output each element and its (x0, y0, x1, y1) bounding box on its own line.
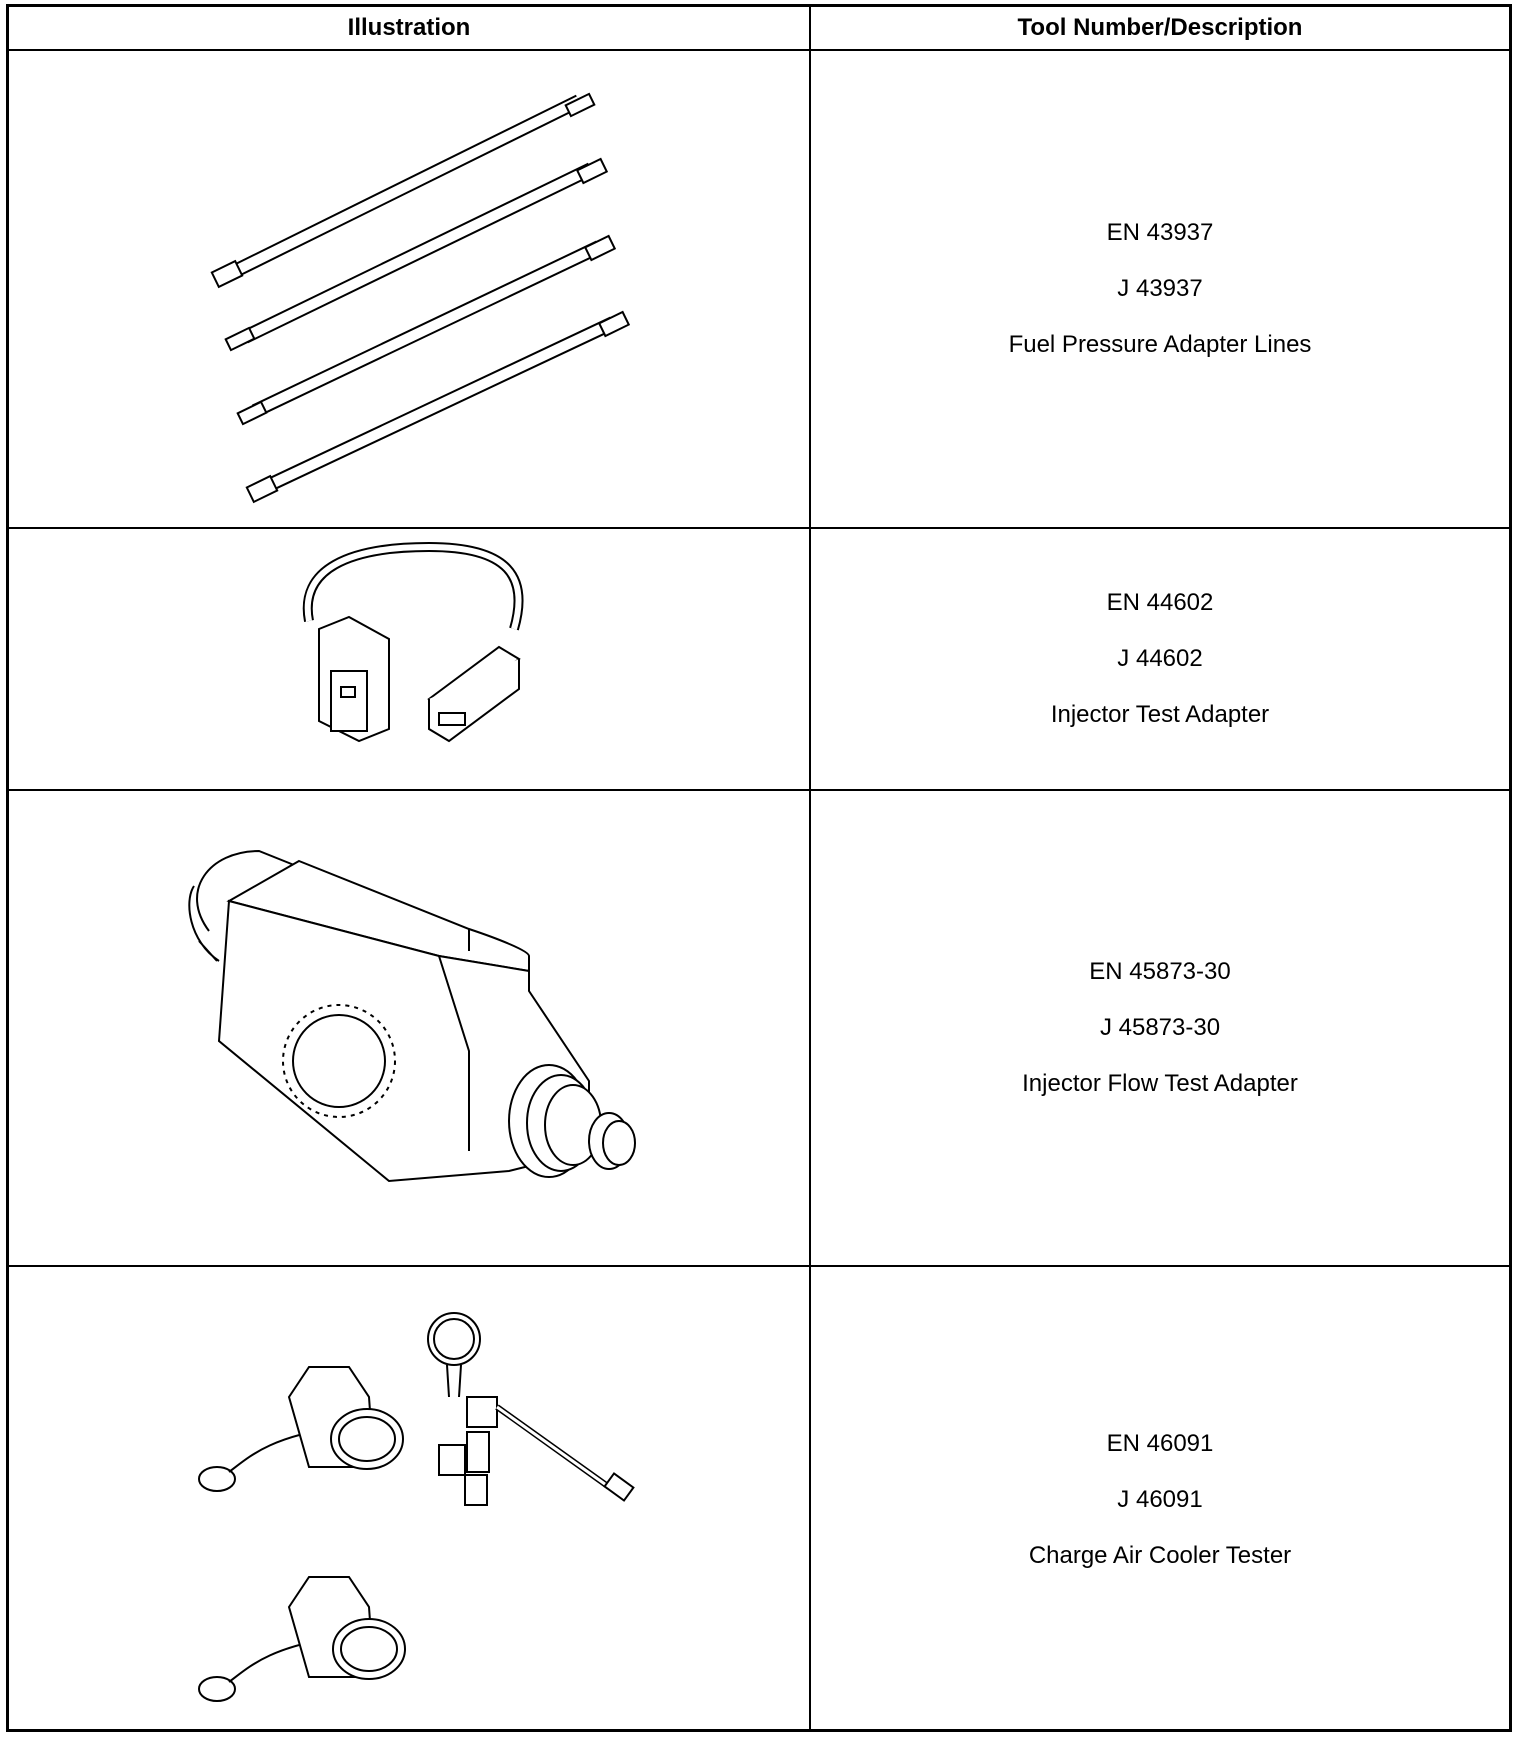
j-number: J 43937 (1117, 275, 1203, 302)
row-divider (9, 527, 1509, 529)
tool-cell: EN 43937 J 43937 Fuel Pressure Adapter L… (811, 51, 1509, 527)
header-divider (9, 49, 1509, 51)
tool-table: Illustration Tool Number/Description (6, 4, 1512, 1732)
row-divider (9, 789, 1509, 791)
tool-cell: EN 44602 J 44602 Injector Test Adapter (811, 529, 1509, 789)
j-number: J 45873-30 (1099, 1014, 1221, 1041)
en-number: EN 45873-30 (1089, 958, 1231, 985)
en-number: EN 43937 (1106, 219, 1214, 246)
injector-flow-test-adapter-icon (9, 791, 809, 1265)
tool-description: Injector Test Adapter (1050, 701, 1270, 728)
header-illustration: Illustration (347, 14, 471, 41)
en-number: EN 44602 (1106, 589, 1214, 616)
header-tool-description: Tool Number/Description (1017, 14, 1303, 41)
j-number: J 44602 (1117, 645, 1203, 672)
j-number: J 46091 (1117, 1486, 1203, 1513)
column-divider (809, 7, 811, 1729)
tool-description: Injector Flow Test Adapter (1022, 1070, 1298, 1097)
injector-test-adapter-icon (9, 529, 809, 789)
fuel-pressure-adapter-lines-icon (9, 51, 809, 527)
tool-description: Fuel Pressure Adapter Lines (1008, 331, 1312, 358)
tool-cell: EN 45873-30 J 45873-30 Injector Flow Tes… (811, 791, 1509, 1265)
charge-air-cooler-tester-icon (9, 1267, 809, 1733)
tool-cell: EN 46091 J 46091 Charge Air Cooler Teste… (811, 1267, 1509, 1733)
en-number: EN 46091 (1106, 1430, 1214, 1457)
row-divider (9, 1265, 1509, 1267)
tool-description: Charge Air Cooler Tester (1028, 1542, 1292, 1569)
